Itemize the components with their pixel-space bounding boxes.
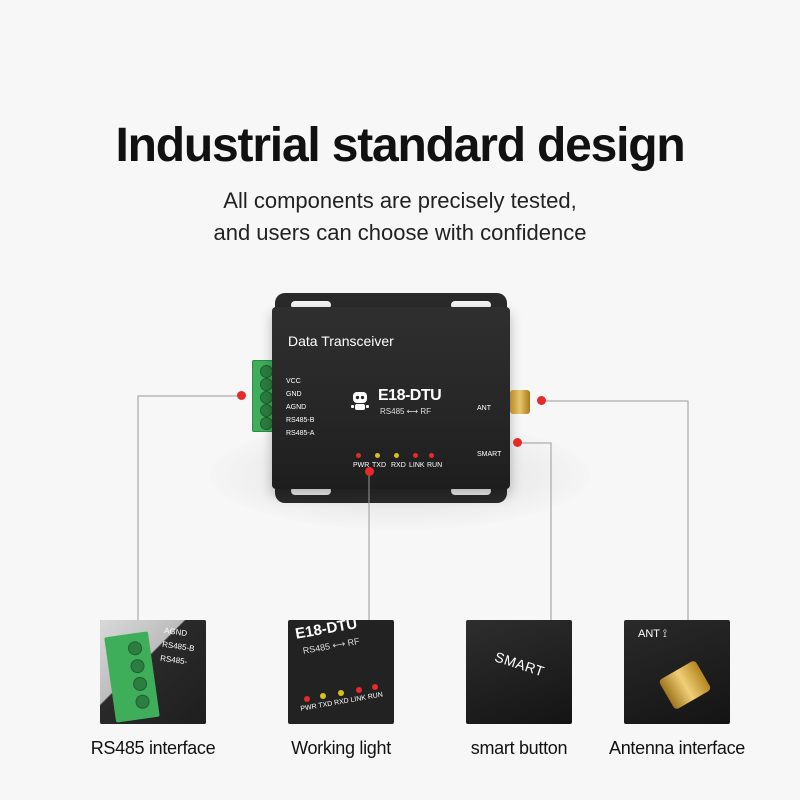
device-body: Data Transceiver VCC GND AGND RS485-B RS…: [272, 307, 510, 489]
led-label: RUN: [427, 462, 443, 469]
pin-labels: VCC GND AGND RS485-B RS485-A: [286, 375, 314, 440]
card-label-antenna: Antenna interface: [609, 738, 745, 758]
card-ant-text: ANT ⟟: [638, 628, 667, 641]
card-label-working-light: Working light: [291, 738, 391, 758]
device-title: Data Transceiver: [288, 333, 394, 349]
headline: Industrial standard design: [115, 119, 686, 172]
pin-label: AGND: [286, 404, 307, 411]
led-link: [356, 687, 362, 693]
card-rs485-interface: AGND RS485-B RS485-: [100, 620, 206, 724]
antenna-icon: ⟟: [662, 628, 667, 640]
card-antenna-interface: ANT ⟟: [624, 620, 730, 724]
subline-2: and users can choose with confidence: [213, 220, 587, 245]
card-ant-label: ANT: [638, 628, 660, 640]
led-label: LINK: [409, 462, 425, 469]
card-pin-labels: AGND RS485-B RS485-: [159, 624, 197, 670]
callout-dot-antenna: [537, 396, 546, 405]
led-label: PWR: [300, 703, 318, 713]
led-label: PWR: [353, 462, 370, 469]
led-run: [429, 453, 434, 458]
card-smart-text: SMART: [492, 648, 547, 680]
card-label-smart: smart button: [470, 738, 568, 758]
pin-label: VCC: [286, 378, 301, 385]
led-label: LINK: [350, 694, 367, 705]
smart-label: SMART: [477, 451, 502, 458]
terminal-screw: [127, 640, 143, 657]
led-pwr: [356, 453, 361, 458]
callout-dot-leds: [365, 467, 374, 476]
led-label: TXD: [317, 700, 333, 710]
led-label: TXD: [372, 462, 386, 469]
mount-slot: [291, 301, 331, 309]
led-label: RXD: [391, 462, 406, 469]
mount-slot: [291, 487, 331, 495]
led-txd: [320, 693, 326, 699]
pin-label: RS485-A: [286, 430, 315, 437]
callout-dot-smart: [513, 438, 522, 447]
pin-label: RS485-B: [286, 417, 315, 424]
led-rxd: [394, 453, 399, 458]
card-label-rs485: RS485 interface: [90, 738, 216, 758]
pin-label: GND: [286, 391, 302, 398]
mount-slot: [451, 487, 491, 495]
device-e18-dtu: Data Transceiver VCC GND AGND RS485-B RS…: [272, 293, 510, 503]
subline-1: All components are precisely tested,: [223, 188, 577, 213]
led-label: RUN: [367, 691, 384, 702]
led-txd: [375, 453, 380, 458]
card-working-light: E18-DTU RS485 ⟷ RF PWR TXD RXD LINK RUN: [288, 620, 394, 724]
led-link: [413, 453, 418, 458]
device-model: E18-DTU: [378, 387, 442, 404]
terminal-screw: [129, 658, 146, 675]
callout-dot-rs485: [237, 391, 246, 400]
antenna-connector: [510, 390, 530, 414]
ant-label: ANT: [477, 405, 491, 412]
terminal-screw: [132, 676, 148, 692]
led-run: [372, 684, 378, 690]
card-smart-button: SMART: [466, 620, 572, 724]
card-antenna-connector: [658, 659, 712, 711]
led-label: RXD: [333, 697, 350, 707]
device-protocol: RS485 ⟷ RF: [380, 407, 432, 416]
led-pwr: [304, 696, 310, 702]
mount-slot: [451, 301, 491, 309]
robot-logo-icon: [351, 392, 369, 410]
led-rxd: [338, 690, 344, 696]
terminal-screw: [134, 693, 151, 710]
